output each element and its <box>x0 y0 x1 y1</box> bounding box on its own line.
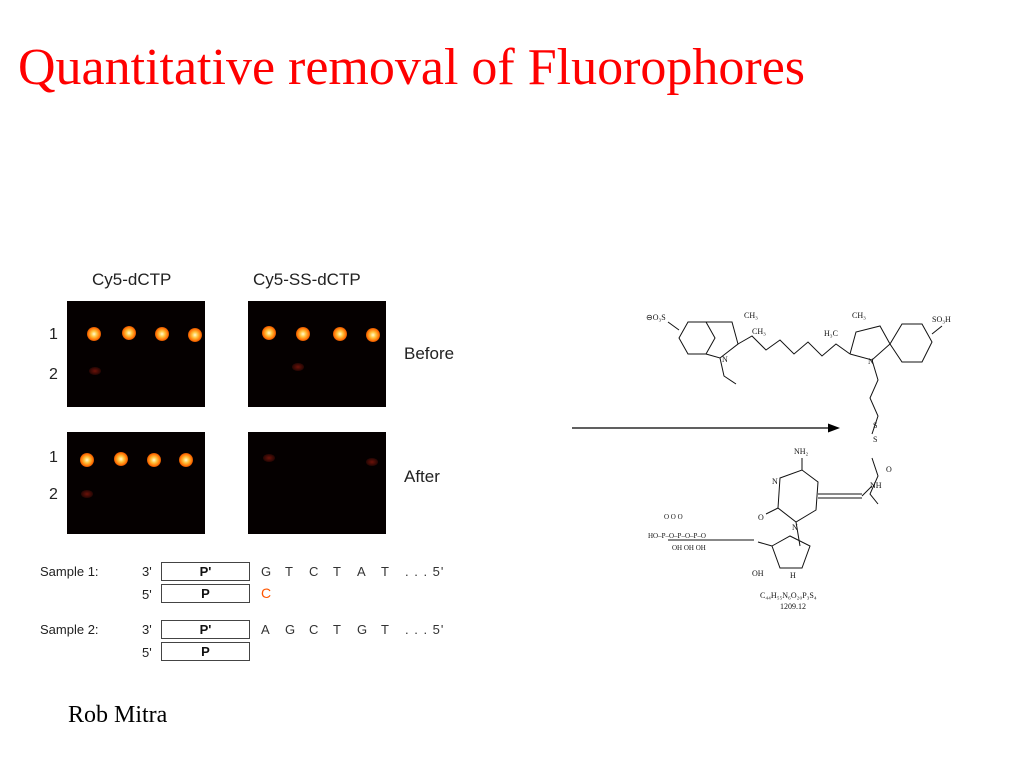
fluorescent-spot <box>179 453 193 467</box>
row-number: 2 <box>49 366 58 383</box>
molecular-formula: C₄₄H₅₅N₆O₂₀P₃S₄ <box>760 591 817 600</box>
label-s: S <box>873 435 877 444</box>
faint-spot <box>292 363 304 371</box>
base: C <box>309 622 319 637</box>
fluorescent-spot <box>188 328 202 342</box>
label-ch3: CH₃ <box>744 311 758 320</box>
label-n: N <box>792 523 798 532</box>
label-ch3: CH₃ <box>752 327 766 336</box>
primer-box: P' <box>161 562 250 581</box>
row-number: 1 <box>49 326 58 343</box>
label-h3c: H₃C <box>824 329 838 338</box>
base: G <box>357 622 368 637</box>
sample-label: Sample 2: <box>40 622 99 637</box>
faint-spot <box>81 490 93 498</box>
label-phosphate-oh: OH OH OH <box>672 544 706 552</box>
label-o: O <box>886 465 892 474</box>
blot-cy5-ss-before <box>248 301 386 407</box>
arrow-pointer <box>572 423 840 433</box>
label-ch3: CH₃ <box>852 311 866 320</box>
blot-cy5-ss-after <box>248 432 386 534</box>
label-n: N <box>868 357 874 366</box>
label-oh: OH <box>752 569 764 578</box>
primer-box: P <box>161 642 250 661</box>
base: G <box>261 564 272 579</box>
label-so3h: SO₃H <box>932 315 951 324</box>
base: C <box>309 564 319 579</box>
base: T <box>285 564 293 579</box>
fluorescent-spot <box>333 327 347 341</box>
row-number: 2 <box>49 486 58 503</box>
stage-label-after: After <box>404 467 440 486</box>
label-o: O <box>758 513 764 522</box>
sequence-tail: . . . 5' <box>405 564 445 579</box>
fluorescent-spot <box>114 452 128 466</box>
stage-label-before: Before <box>404 344 455 363</box>
faint-spot <box>366 458 378 466</box>
fluorescent-spot <box>147 453 161 467</box>
primer-box: P' <box>161 620 250 639</box>
fluorescent-spot <box>122 326 136 340</box>
label-n: N <box>772 477 778 486</box>
strand-end-label: 3' <box>142 622 152 637</box>
label-so3: ⊖O₃S <box>646 313 666 322</box>
label-h: H <box>790 571 796 580</box>
label-nh2: NH₂ <box>794 447 809 456</box>
fluorescent-spot <box>296 327 310 341</box>
primer-box: P <box>161 584 250 603</box>
base: A <box>261 622 270 637</box>
gel-column-cy5-ss-dctp: Cy5-SS-dCTP <box>253 270 361 289</box>
incorporated-base: C <box>261 585 272 601</box>
label-n: N <box>722 355 728 364</box>
fluorescent-spot <box>87 327 101 341</box>
chemical-structure-cy5-ss-dctp: ⊖O₃S CH₃ CH₃ CH₃ H₃C SO₃H N N S S O NH N… <box>646 311 951 611</box>
gel-column-cy5-dctp: Cy5-dCTP <box>92 270 172 289</box>
label-phosphates: HO–P–O–P–O–P–O <box>648 532 706 540</box>
author-name: Rob Mitra <box>68 702 168 728</box>
sample-label: Sample 1: <box>40 564 99 579</box>
faint-spot <box>89 367 101 375</box>
label-s: S <box>873 421 877 430</box>
fluorescent-spot <box>80 453 94 467</box>
fluorescent-spot <box>262 326 276 340</box>
base: G <box>285 622 296 637</box>
base: T <box>333 564 341 579</box>
faint-spot <box>263 454 275 462</box>
slide-title: Quantitative removal of Fluorophores <box>18 39 806 96</box>
row-number: 1 <box>49 449 58 466</box>
label-phosphate-o: O O O <box>664 513 683 521</box>
base: T <box>381 622 389 637</box>
sequence-tail: . . . 5' <box>405 622 445 637</box>
label-nh: NH <box>870 481 882 490</box>
fluorescent-spot <box>366 328 380 342</box>
strand-end-label: 5' <box>142 645 152 660</box>
base: A <box>357 564 366 579</box>
strand-end-label: 5' <box>142 587 152 602</box>
strand-end-label: 3' <box>142 564 152 579</box>
fluorescent-spot <box>155 327 169 341</box>
molecular-mass: 1209.12 <box>780 602 806 611</box>
blot-cy5-before <box>67 301 205 407</box>
base: T <box>381 564 389 579</box>
blot-cy5-after <box>67 432 205 534</box>
base: T <box>333 622 341 637</box>
